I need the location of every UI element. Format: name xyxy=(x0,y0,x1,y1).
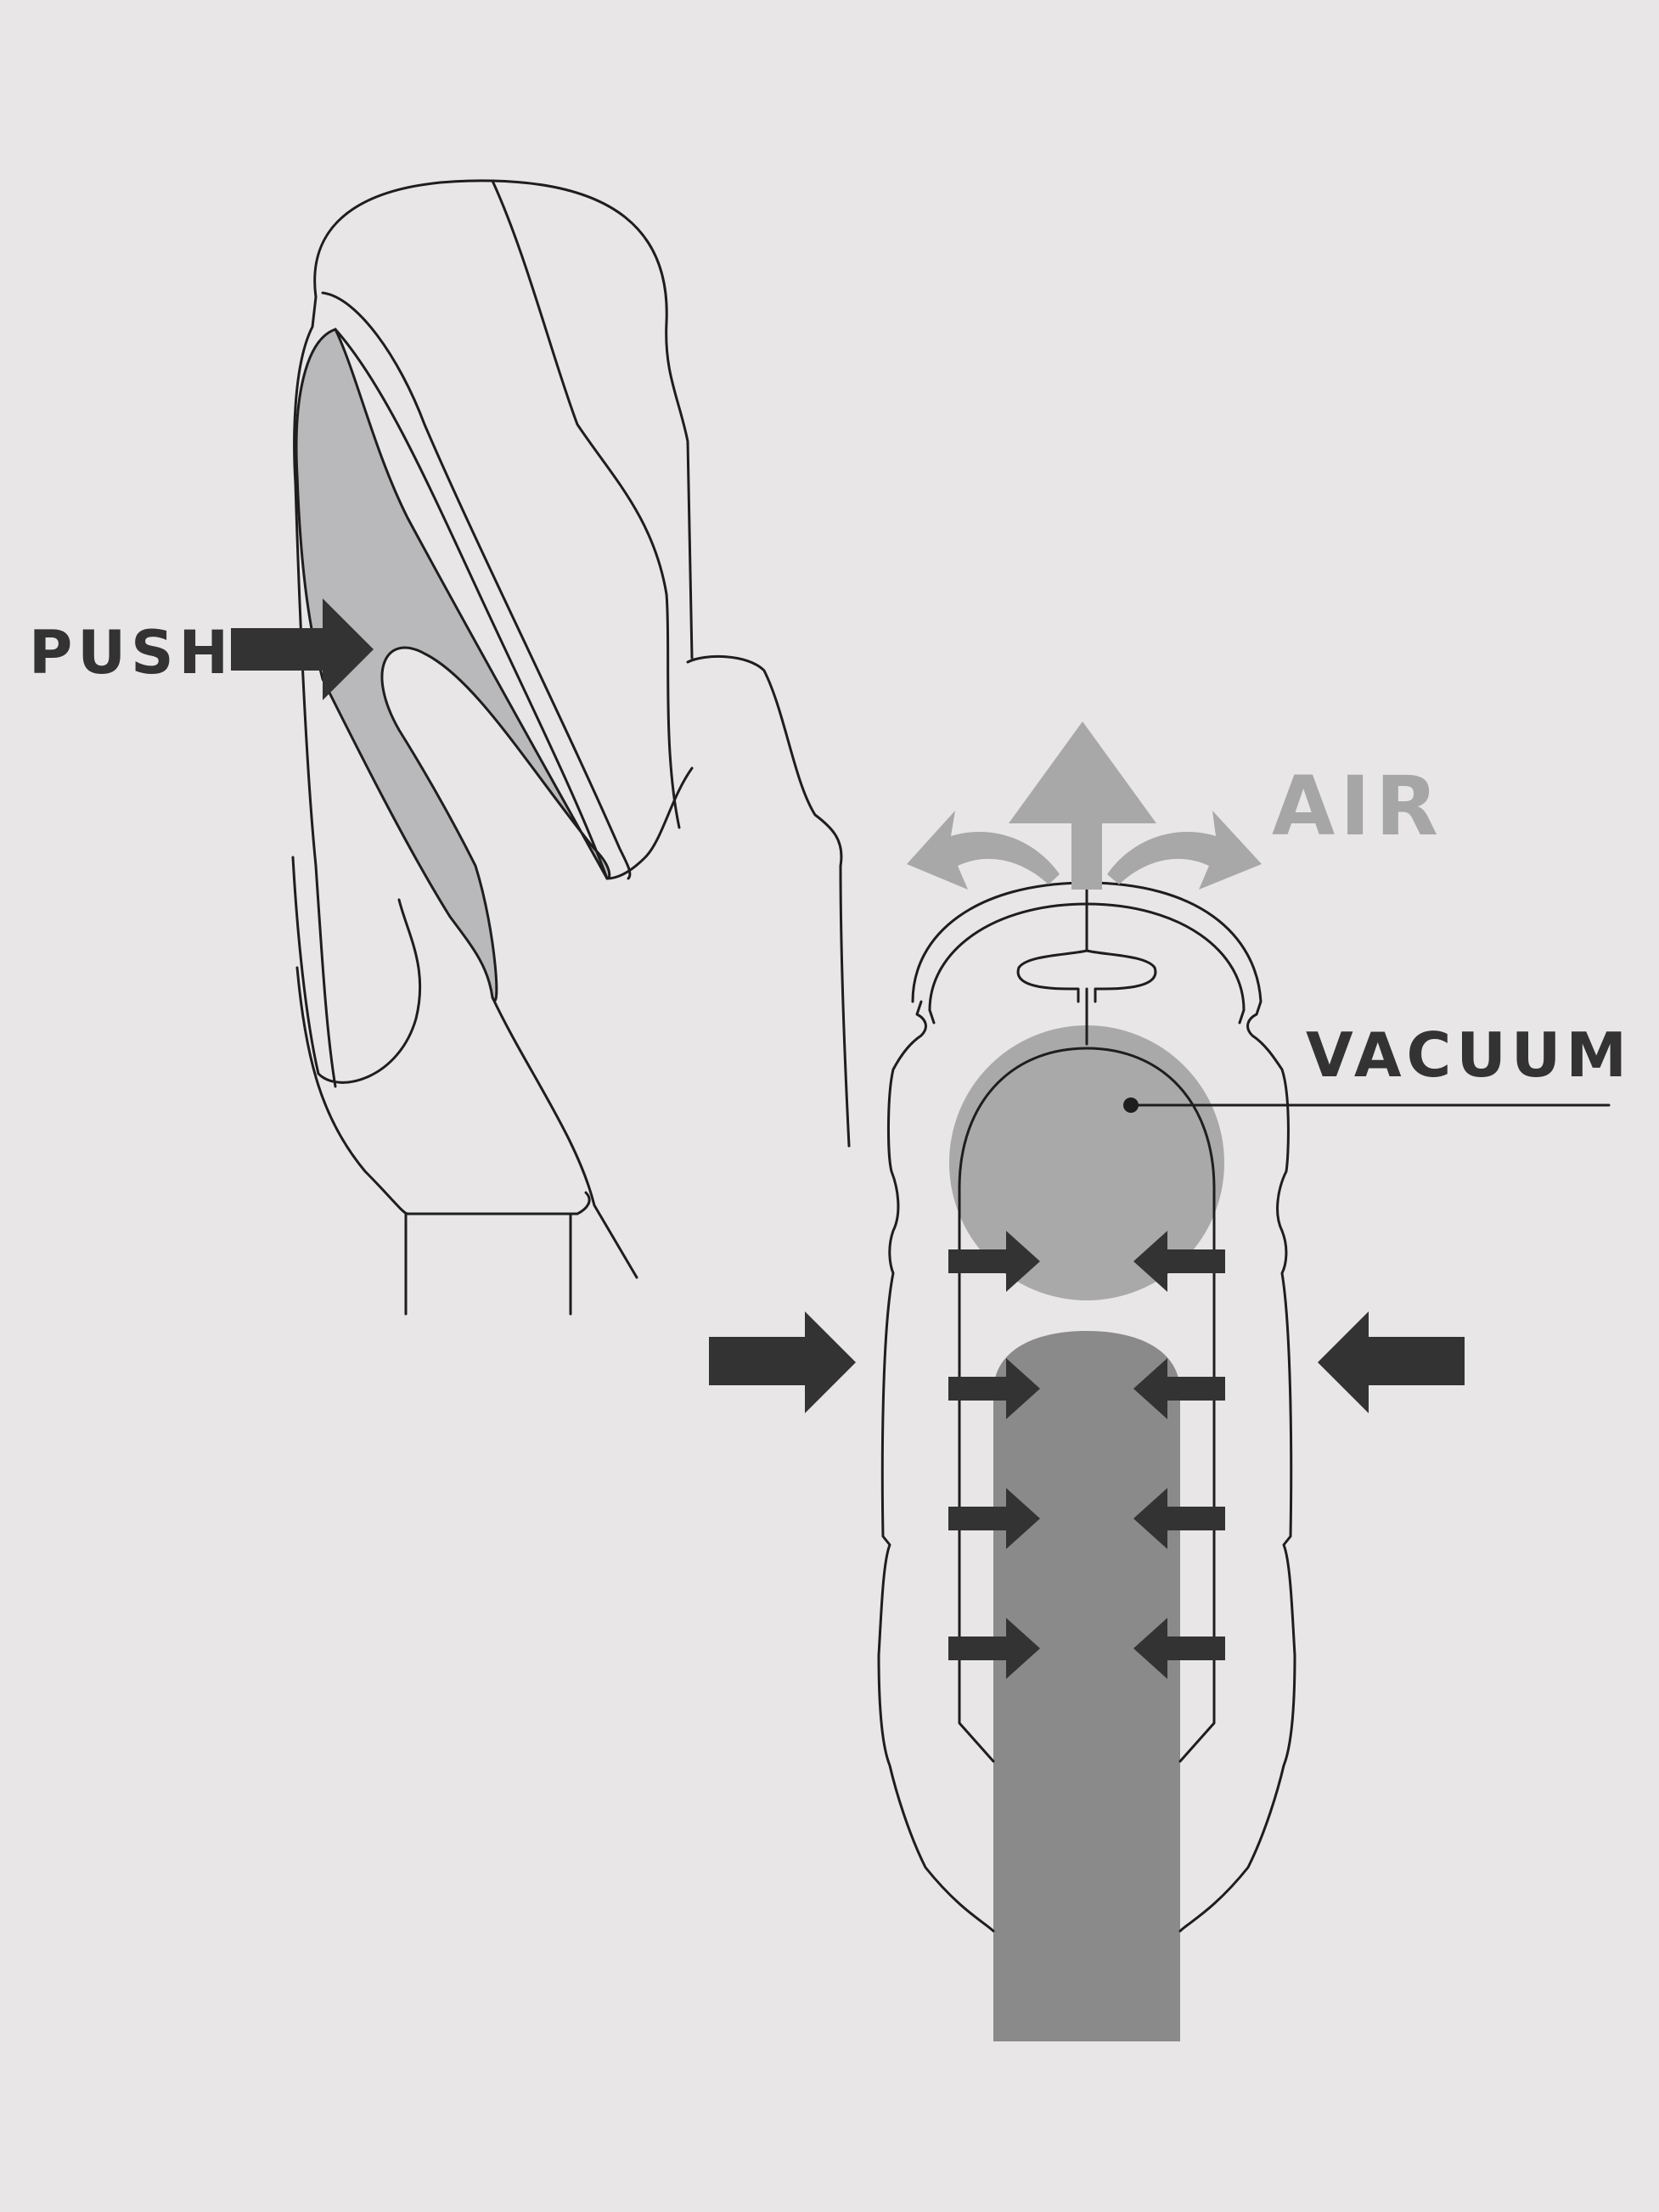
air-arrow-left xyxy=(907,811,1060,890)
finger-crease xyxy=(605,766,694,880)
vacuum-label: VACUUM xyxy=(1306,1019,1632,1091)
inner-arrow-left-4 xyxy=(948,1618,1040,1679)
push-arrow xyxy=(231,598,374,700)
valve xyxy=(1016,881,1157,1003)
inner-arrow-right-3 xyxy=(1133,1488,1225,1549)
device-cross-section: VACUUM AIR xyxy=(709,721,1632,2041)
inner-arrow-right-2 xyxy=(1133,1358,1225,1419)
push-label: PUSH xyxy=(29,618,233,688)
inner-arrow-left-2 xyxy=(948,1358,1040,1419)
compression-arrows xyxy=(709,1231,1465,1679)
air-arrow-up xyxy=(1009,721,1156,890)
device-inner-panel xyxy=(491,179,681,829)
outer-casing xyxy=(911,881,1296,1933)
wrist-curve xyxy=(295,966,591,1215)
device-left-edge xyxy=(293,295,337,1088)
outer-arrow-right xyxy=(1318,1311,1465,1413)
inserted-shaft xyxy=(993,1331,1180,2041)
inner-cap-left xyxy=(928,1008,936,1025)
outer-arrow-left xyxy=(709,1311,856,1413)
air-label: AIR xyxy=(1272,759,1443,854)
outer-casing-left xyxy=(877,1000,995,1933)
thumb-inner-line xyxy=(334,328,609,880)
inner-sleeve-left xyxy=(958,1187,995,1763)
inner-arrow-right-4 xyxy=(1133,1618,1225,1679)
fingers-outline xyxy=(686,655,851,1148)
hand-squeezing-device: PUSH xyxy=(29,179,851,1316)
device-body-outline xyxy=(313,179,694,660)
palm-lower-curve xyxy=(291,856,422,1084)
inner-arrow-right-1 xyxy=(1133,1231,1225,1292)
inner-arrow-left-3 xyxy=(948,1488,1040,1549)
inner-arrow-left-1 xyxy=(948,1231,1040,1292)
thumb-outline xyxy=(321,291,632,880)
air-arrows: AIR xyxy=(907,721,1443,890)
inner-sleeve xyxy=(958,1047,1216,1763)
vacuum-zone xyxy=(949,1025,1224,1300)
forearm-right-line xyxy=(491,996,638,1279)
air-arrow-right xyxy=(1107,811,1262,890)
